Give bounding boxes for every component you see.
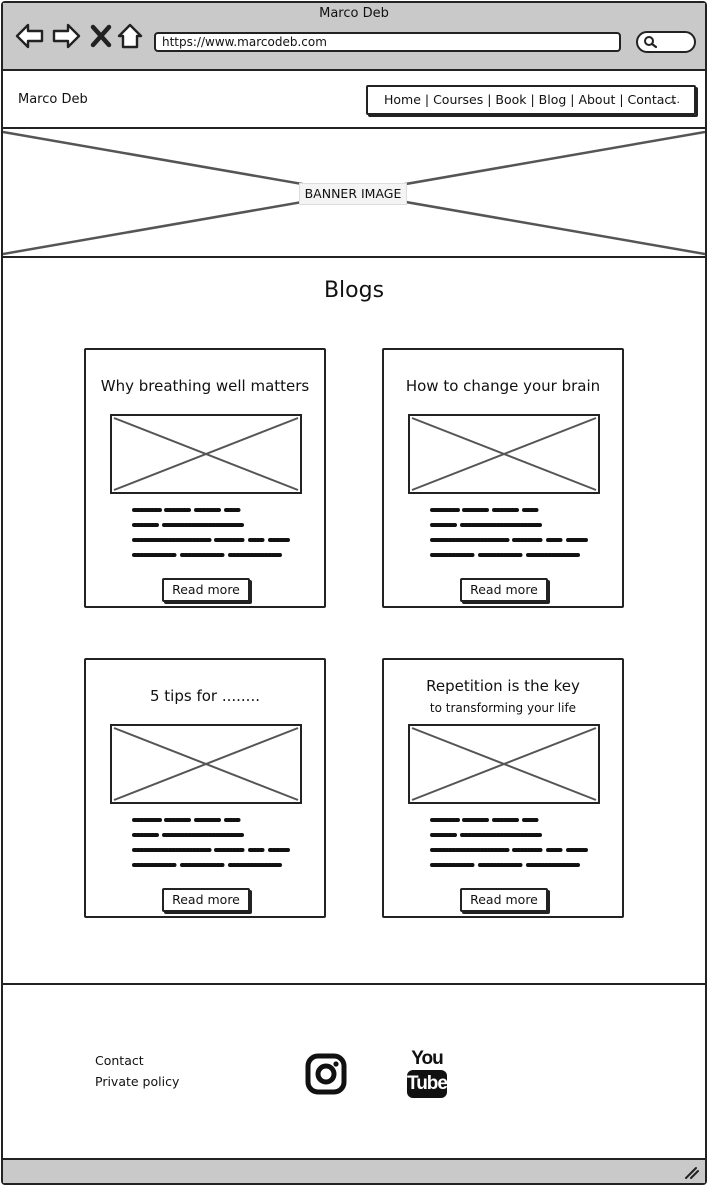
resize-grip-icon[interactable]	[683, 1165, 699, 1179]
nav-items[interactable]: Home | Courses | Book | Blog | About | C…	[384, 92, 677, 107]
site-brand[interactable]: Marco Deb	[18, 92, 88, 107]
blog-card: Why breathing well matters Read more	[84, 348, 326, 608]
main-navigation-menu[interactable]: Home | Courses | Book | Blog | About | C…	[366, 85, 696, 115]
blog-card-image-placeholder	[408, 414, 600, 494]
read-more-button[interactable]: Read more	[460, 888, 548, 912]
blog-card-title[interactable]: 5 tips for ........	[149, 687, 260, 705]
blog-card-image-placeholder	[408, 724, 600, 804]
back-arrow-icon[interactable]	[15, 22, 45, 50]
footer-link-private-policy[interactable]: Private policy	[95, 1074, 180, 1089]
banner-label: BANNER IMAGE	[299, 183, 407, 205]
browser-search-field[interactable]	[636, 31, 696, 53]
read-more-button[interactable]: Read more	[162, 578, 250, 602]
home-icon[interactable]	[116, 22, 144, 50]
page-title: Blogs	[323, 278, 385, 303]
browser-statusbar	[3, 1158, 705, 1183]
read-more-button[interactable]: Read more	[460, 578, 548, 602]
blog-card: How to change your brain Read more	[382, 348, 624, 608]
address-bar[interactable]: https://www.marcodeb.com	[154, 32, 621, 52]
blog-card: Repetition is the key to transforming yo…	[382, 658, 624, 918]
forward-arrow-icon[interactable]	[51, 22, 81, 50]
image-placeholder-cross	[113, 417, 299, 491]
blog-card-title[interactable]: How to change your brain	[405, 377, 601, 395]
blog-card-text-placeholder	[430, 508, 588, 557]
blog-card-title[interactable]: Why breathing well matters	[100, 377, 310, 395]
window-title: Marco Deb	[319, 6, 389, 21]
nav-more[interactable]: ...	[669, 93, 681, 106]
close-icon[interactable]	[89, 22, 113, 50]
image-placeholder-cross	[411, 417, 597, 491]
blog-card-image-placeholder	[110, 724, 302, 804]
blog-card-text-placeholder	[132, 508, 290, 557]
blog-card-subtitle: to transforming your life	[429, 701, 577, 715]
read-more-button[interactable]: Read more	[162, 888, 250, 912]
site-header	[3, 73, 705, 129]
blog-card-text-placeholder	[430, 818, 588, 867]
blog-card-title[interactable]: Repetition is the key	[426, 677, 580, 695]
image-placeholder-cross	[411, 727, 597, 801]
site-footer	[3, 983, 705, 1157]
image-placeholder-cross	[113, 727, 299, 801]
blog-card-image-placeholder	[110, 414, 302, 494]
footer-link-contact[interactable]: Contact	[95, 1053, 144, 1068]
blog-card: 5 tips for ........ Read more	[84, 658, 326, 918]
instagram-icon[interactable]	[305, 1053, 347, 1095]
youtube-icon-top-text: You	[411, 1048, 443, 1069]
youtube-icon-bottom-text: Tube	[407, 1070, 448, 1098]
youtube-icon[interactable]: You Tube	[406, 1048, 448, 1100]
search-icon	[644, 36, 657, 49]
blog-card-text-placeholder	[132, 818, 290, 867]
